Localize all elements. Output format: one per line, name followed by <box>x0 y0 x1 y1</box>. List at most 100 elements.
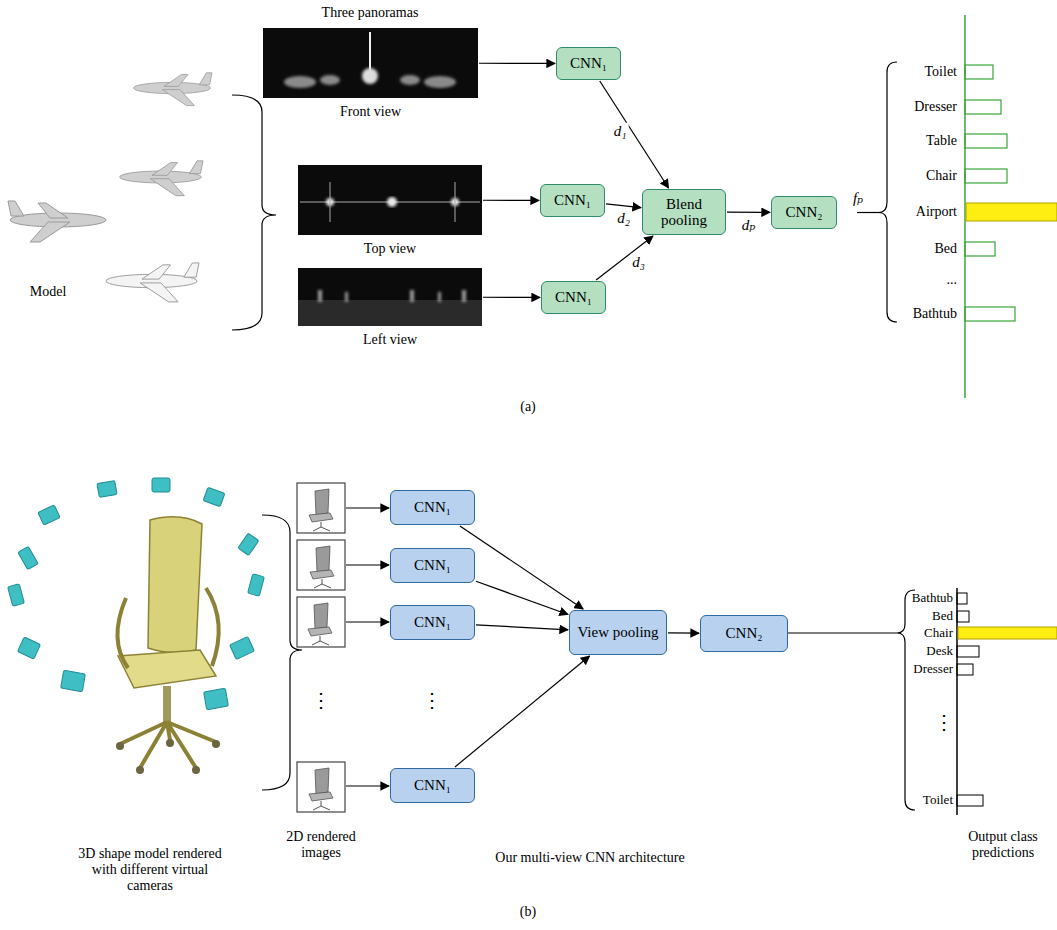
panel-label: (b) <box>520 904 536 920</box>
cnn-box: CNN₁ <box>390 605 475 640</box>
pooling-box: View pooling <box>569 610 667 655</box>
caption-text: 2D rendered images <box>274 829 369 861</box>
edge-label: d₁ <box>612 122 629 139</box>
class-name: Toilet <box>925 64 957 80</box>
image-arrows <box>346 564 389 565</box>
box-label: View pooling <box>573 624 662 641</box>
brace <box>232 95 276 330</box>
box-label: CNN₁ <box>550 192 595 209</box>
panorama-front <box>263 28 478 98</box>
chair-model <box>116 739 220 774</box>
chair-model <box>116 742 124 750</box>
class-name: Dresser <box>913 662 953 677</box>
arrow-connector <box>476 581 568 614</box>
panorama-left <box>318 290 322 302</box>
cnn-box: CNN₁ <box>390 768 475 803</box>
panorama-left <box>345 292 348 302</box>
virtual-cameras <box>61 670 86 692</box>
box-label: CNN₁ <box>410 614 455 631</box>
virtual-cameras <box>152 478 170 492</box>
box-label: CNN₁ <box>551 289 596 306</box>
pooling-box: Blend pooling <box>642 189 726 235</box>
panorama-top <box>326 197 459 207</box>
arrow-connector <box>596 236 653 280</box>
box-label: CNN₁ <box>410 499 455 516</box>
class-name: Table <box>926 133 957 149</box>
arrow-connector <box>479 63 555 64</box>
class-bars <box>965 169 1007 183</box>
box-label: CNN₁ <box>410 777 455 794</box>
class-bars <box>957 646 979 657</box>
virtual-cameras <box>8 478 265 710</box>
image-arrows <box>346 507 389 508</box>
class-name: Chair <box>924 626 953 641</box>
rendered-images <box>309 768 333 810</box>
class-name: Airport <box>916 204 957 220</box>
class-bars <box>957 664 973 675</box>
rendered-images <box>297 762 345 812</box>
panorama-top <box>298 165 482 235</box>
virtual-cameras <box>230 637 255 660</box>
view-caption: Front view <box>336 104 405 119</box>
edge-label: d₃ <box>630 254 647 271</box>
model-views <box>8 73 212 302</box>
image-arrows <box>346 621 389 622</box>
ellipsis: ⋮ <box>422 689 442 712</box>
panorama-front <box>263 28 478 98</box>
virtual-cameras <box>248 574 265 596</box>
image-arrows <box>346 785 389 786</box>
class-bars <box>965 65 1015 321</box>
arrow-connector <box>668 632 699 633</box>
rendered-images <box>297 483 345 533</box>
arrow-connector <box>727 212 770 213</box>
ellipsis: ⋮ <box>934 711 954 734</box>
arrow-connector <box>476 625 568 630</box>
class-name: Dresser <box>914 99 957 115</box>
panorama-front <box>424 76 456 88</box>
arrow-connector <box>606 204 641 208</box>
cnn-box: CNN₂ <box>771 196 837 229</box>
caption-text: Our multi-view CNN architecture <box>495 850 684 866</box>
ellipsis: ⋮ <box>311 689 331 712</box>
arrow-connector <box>600 81 669 188</box>
virtual-cameras <box>38 505 60 525</box>
caption-text: 3D shape model rendered with different v… <box>70 846 230 894</box>
edge-label: d₂ <box>615 210 632 227</box>
airplane-model <box>8 201 106 242</box>
arrow-connector <box>483 297 540 298</box>
airplane-model <box>120 161 203 196</box>
view-caption: Left view <box>359 332 421 347</box>
panorama-left <box>462 290 466 302</box>
rendered-images <box>297 483 345 812</box>
feature-label: fₚ <box>853 190 863 207</box>
class-name: Bathtub <box>913 306 957 322</box>
panorama-front <box>369 32 371 74</box>
virtual-cameras <box>203 487 225 506</box>
cnn-box: CNN₁ <box>390 548 475 583</box>
cnn-box: CNN₁ <box>541 281 606 314</box>
class-bars <box>965 65 993 79</box>
chair-model <box>136 766 144 774</box>
caption-text: Output class predictions <box>963 829 1043 861</box>
box-label: CNN₁ <box>410 557 455 574</box>
panorama-image: Top view <box>298 165 482 235</box>
box-label: CNN₂ <box>722 625 767 642</box>
class-bars <box>957 611 969 622</box>
class-bars <box>965 242 995 256</box>
feature-line <box>857 212 880 213</box>
top-class-bar <box>958 627 1057 639</box>
class-name: Bed <box>934 241 957 257</box>
class-name: Chair <box>926 168 957 184</box>
panorama-front <box>284 68 456 88</box>
virtual-cameras <box>204 688 229 710</box>
panorama-front <box>284 76 316 88</box>
chair-model <box>120 722 216 768</box>
arrow-connector <box>455 656 590 767</box>
box-label: CNN₁ <box>566 55 611 72</box>
panorama-front <box>362 68 378 84</box>
chair-model <box>148 517 202 653</box>
feature-line <box>788 632 897 633</box>
panorama-front <box>320 75 340 85</box>
